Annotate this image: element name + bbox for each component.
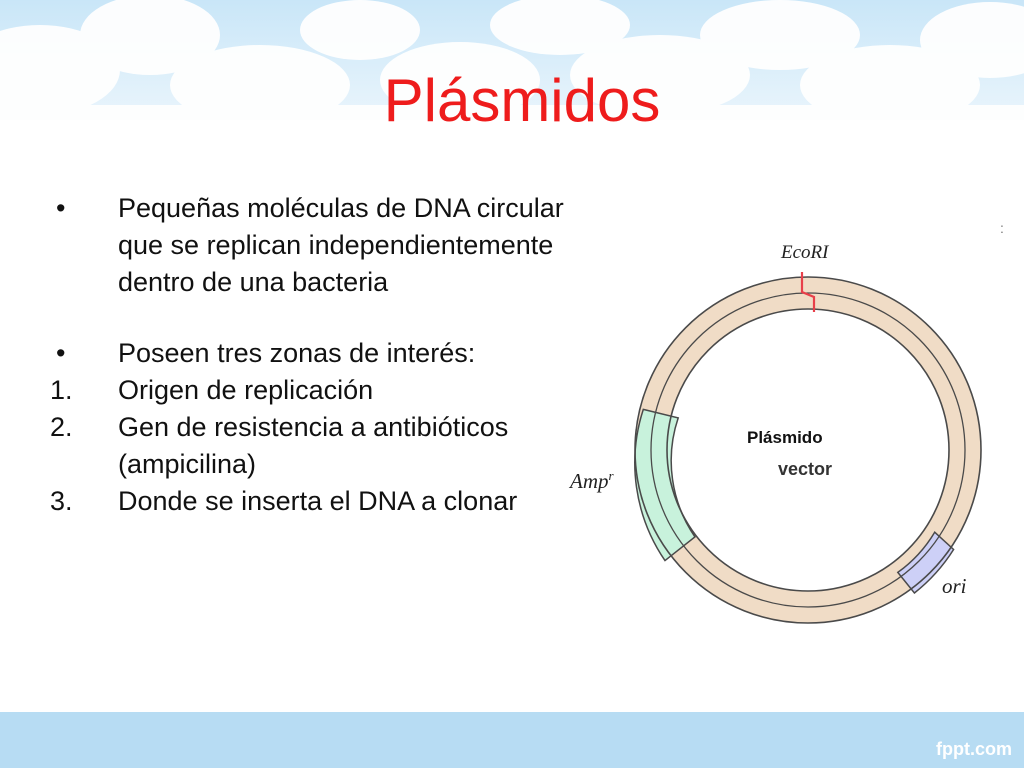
stray-mark: : [1000, 225, 1004, 236]
footer-brand: fppt.com [936, 739, 1012, 759]
ampr-label: Ampr [568, 468, 615, 493]
ampr-label-base: Amp [568, 469, 609, 493]
bullet-text: Pequeñas moléculas de DNA circular que s… [118, 193, 564, 297]
numbered-item: 2. Gen de resistencia a antibióticos (am… [48, 409, 568, 483]
bottom-band [0, 712, 1024, 768]
plasmid-diagram: EcoRI Ampr ori Plásmido vector : [568, 225, 1004, 624]
bullet-marker: • [56, 338, 66, 368]
ring-middle-line [650, 292, 966, 608]
slide-content: • Pequeñas moléculas de DNA circular que… [48, 190, 568, 520]
ori-label: ori [942, 574, 967, 598]
number-marker: 2. [50, 412, 73, 442]
bullet-item: • Poseen tres zonas de interés: [48, 335, 568, 372]
vector-label: vector [778, 459, 832, 479]
ring-outer-edge [634, 276, 982, 624]
ampr-label-superscript: r [609, 468, 615, 483]
numbered-item: 1. Origen de replicación [48, 372, 568, 409]
slide-title: Plásmidos [383, 67, 661, 134]
numbered-item: 3. Donde se inserta el DNA a clonar [48, 483, 568, 520]
amp-region [634, 408, 697, 562]
bullet-marker: • [56, 193, 66, 223]
top-cloud-band [0, 0, 1024, 145]
ecori-cut-mark [800, 272, 816, 312]
numbered-text: Gen de resistencia a antibióticos (ampic… [118, 412, 509, 479]
ring-inner-edge [666, 308, 950, 592]
numbered-text: Origen de replicación [118, 375, 374, 405]
plasmido-label: Plásmido [747, 428, 823, 447]
number-marker: 3. [50, 486, 73, 516]
numbered-text: Donde se inserta el DNA a clonar [118, 486, 518, 516]
ecori-label: EcoRI [780, 242, 830, 263]
number-marker: 1. [50, 375, 73, 405]
bullet-item: • Pequeñas moléculas de DNA circular que… [48, 190, 568, 301]
ori-region [896, 531, 955, 595]
bullet-text: Poseen tres zonas de interés: [118, 338, 476, 368]
